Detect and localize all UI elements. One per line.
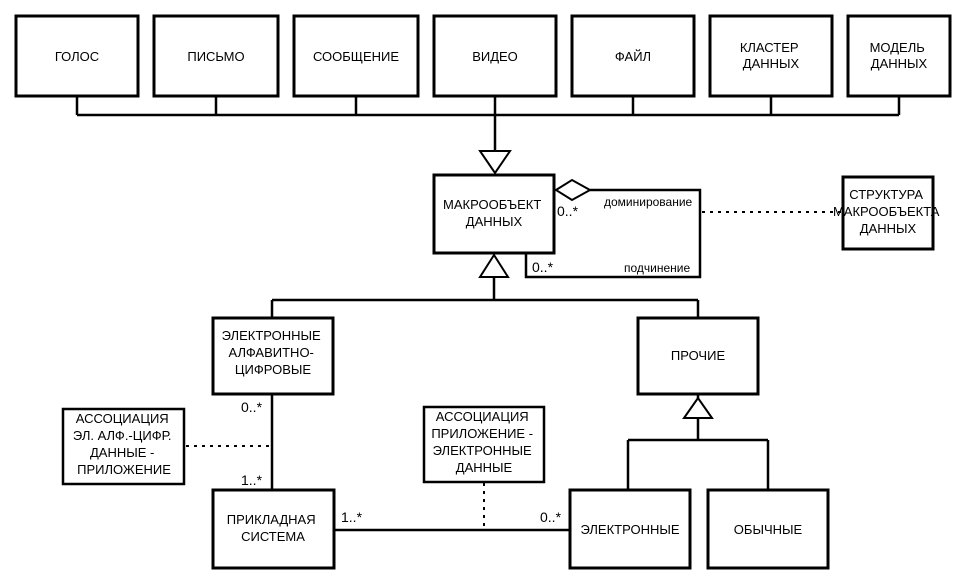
electronic-alnum-label: ЭЛЕКТРОННЫЕ АЛФАВИТНО- ЦИФРОВЫЕ	[222, 328, 325, 377]
assoc-alnum-application-box	[61, 407, 186, 486]
message-label: СООБЩЕНИЕ	[313, 49, 399, 64]
letter-label: ПИСЬМО	[187, 49, 244, 64]
application-system-label: ПРИКЛАДНАЯ СИСТЕМА	[227, 512, 319, 544]
middle-generalization-connector	[270, 277, 700, 318]
data-cluster-label: КЛАСТЕР ДАННЫХ	[740, 40, 802, 71]
other-label: ПРОЧИЕ	[671, 348, 726, 363]
application-right-multiplicity: 1..*	[341, 509, 363, 525]
letter-box	[152, 14, 280, 98]
top-generalization-connector	[75, 96, 901, 151]
macro-structure-box	[841, 175, 935, 251]
generalization-arrow-middle	[478, 253, 510, 278]
generalization-arrow-bottom	[682, 396, 714, 419]
aggregation-diamond	[554, 178, 593, 202]
data-model-label: МОДЕЛЬ ДАННЫХ	[870, 40, 929, 71]
bottom-generalization-connector	[626, 418, 770, 490]
electronic-label: ЭЛЕКТРОННЫЕ	[580, 522, 679, 537]
alnum-bottom-multiplicity: 1..*	[241, 472, 263, 488]
electronic-box	[568, 488, 692, 570]
voice-box	[14, 14, 140, 98]
video-label: ВИДЕО	[472, 49, 518, 64]
domination-label: доминирование	[604, 195, 693, 209]
alnum-top-multiplicity: 0..*	[241, 399, 263, 415]
other-box	[636, 316, 760, 396]
application-system-box	[211, 488, 336, 570]
macro-object-label: МАКРООБЪЕКТ ДАННЫХ	[443, 197, 545, 229]
ordinary-label: ОБЫЧНЫЕ	[734, 522, 803, 537]
macro-structure-label: СТРУКТУРА МАКРООБЪЕКТА ДАННЫХ	[833, 187, 943, 236]
file-label: ФАЙЛ	[615, 49, 651, 64]
assoc-application-electronic-label: АССОЦИАЦИЯ ПРИЛОЖЕНИЕ - ЭЛЕКТРОННЫЕ ДАНН…	[431, 409, 536, 475]
ordinary-box	[706, 488, 830, 570]
macro-object-box	[432, 173, 556, 255]
domination-multiplicity: 0..*	[557, 203, 579, 219]
electronic-alnum-box	[211, 316, 335, 396]
assoc-alnum-application-label: АССОЦИАЦИЯ ЭЛ. АЛФ.-ЦИФР. ДАННЫЕ - ПРИЛО…	[73, 411, 175, 477]
assoc-application-electronic-box	[422, 405, 546, 484]
video-box	[432, 14, 558, 98]
subordination-label: подчинение	[624, 261, 690, 275]
subordination-multiplicity: 0..*	[532, 259, 554, 275]
electronic-left-multiplicity: 0..*	[540, 509, 562, 525]
generalization-arrow-top	[478, 150, 512, 175]
self-association-line	[524, 188, 702, 279]
data-cluster-box	[708, 14, 834, 98]
voice-label: ГОЛОС	[55, 49, 99, 64]
